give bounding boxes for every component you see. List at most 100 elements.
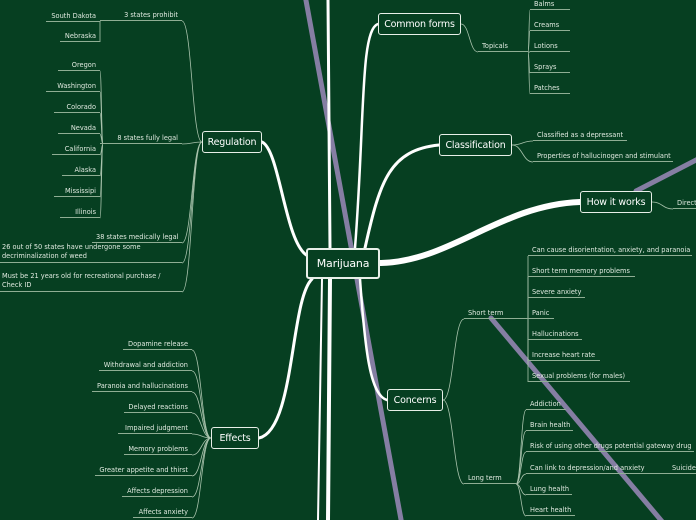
subtopic-label[interactable]: Colorado bbox=[54, 102, 100, 113]
branch-line bbox=[363, 143, 441, 250]
subtopic-label[interactable]: Can link to depression/and anxiety bbox=[526, 463, 668, 474]
subtopic-label[interactable]: Topicals bbox=[478, 41, 528, 52]
topic-effects[interactable]: Effects bbox=[211, 427, 259, 449]
branch-line bbox=[377, 199, 583, 266]
subtopic-label[interactable]: Classified as a depressant bbox=[533, 130, 627, 141]
topic-label: Classification bbox=[445, 139, 506, 151]
subtopic-label[interactable]: Lung health bbox=[526, 484, 572, 495]
connector-line bbox=[181, 141, 203, 264]
connector-line bbox=[181, 141, 203, 244]
connector-line bbox=[181, 141, 203, 145]
subtopic-label[interactable]: Heart health bbox=[526, 505, 575, 516]
subtopic-label[interactable]: Severe anxiety bbox=[528, 287, 585, 298]
subtopic-label[interactable]: Can cause disorientation, anxiety, and p… bbox=[528, 245, 692, 256]
subtopic-label[interactable]: Withdrawal and addiction bbox=[99, 360, 192, 371]
subtopic-label[interactable]: Must be 21 years old for recreational pu… bbox=[0, 272, 182, 292]
connector-line bbox=[181, 141, 203, 293]
topic-regulation[interactable]: Regulation bbox=[202, 131, 262, 153]
connector-line bbox=[191, 349, 212, 439]
subtopic-label[interactable]: Risk of using other drugs potential gate… bbox=[526, 441, 694, 452]
subtopic-label[interactable]: Paranoia and hallucinations bbox=[92, 381, 192, 392]
connector-line bbox=[191, 433, 212, 439]
connector-line bbox=[511, 140, 534, 146]
subtopic-label[interactable]: Dopamine release bbox=[123, 339, 192, 350]
topic-label: How it works bbox=[586, 196, 646, 208]
subtopic-label[interactable]: Properties of hallucinogen and stimulant bbox=[533, 151, 673, 162]
connector-line bbox=[442, 399, 465, 485]
connector-line bbox=[191, 437, 212, 519]
branch-line bbox=[353, 22, 380, 250]
subtopic-label[interactable]: Impaired judgment bbox=[118, 423, 192, 434]
subtopic-label[interactable]: South Dakota bbox=[46, 11, 100, 22]
subtopic-label[interactable]: Memory problems bbox=[124, 444, 192, 455]
subtopic-label[interactable]: Balms bbox=[530, 0, 570, 10]
subtopic-label[interactable]: Panic bbox=[528, 308, 554, 319]
connector-line bbox=[99, 143, 104, 219]
connector-line bbox=[191, 412, 212, 439]
subtopic-label[interactable]: Nebraska bbox=[60, 31, 100, 42]
subtopic-label[interactable]: Sexual problems (for males) bbox=[528, 371, 630, 382]
subtopic-label[interactable]: California bbox=[52, 144, 100, 155]
subtopic-label[interactable]: Oregon bbox=[58, 60, 100, 71]
branch-line bbox=[326, 277, 332, 520]
connector-line bbox=[460, 23, 479, 53]
subtopic-label[interactable]: Creams bbox=[530, 20, 570, 31]
connector-line bbox=[515, 483, 527, 517]
subtopic-label[interactable]: 3 states prohibit bbox=[100, 10, 182, 21]
topic-common-forms[interactable]: Common forms bbox=[378, 13, 461, 35]
subtopic-label[interactable]: Affects anxiety bbox=[133, 507, 192, 518]
branch-line bbox=[257, 277, 314, 440]
connector-line bbox=[191, 370, 212, 439]
relationship-line bbox=[488, 315, 665, 520]
subtopic-label[interactable]: Direct bbox=[673, 198, 696, 209]
subtopic-label[interactable]: 8 states fully legal bbox=[100, 133, 182, 144]
connector-line bbox=[651, 201, 674, 210]
subtopic-label[interactable]: Alaska bbox=[62, 165, 100, 176]
central-topic-label: Marijuana bbox=[316, 257, 370, 270]
connector-line bbox=[442, 318, 465, 401]
subtopic-label[interactable]: Hallucinations bbox=[528, 329, 582, 340]
topic-label: Concerns bbox=[393, 394, 437, 406]
topic-classification[interactable]: Classification bbox=[439, 134, 512, 156]
subtopic-label[interactable]: Short term bbox=[464, 308, 528, 319]
subtopic-label[interactable]: Washington bbox=[46, 81, 100, 92]
subtopic-label[interactable]: Delayed reactions bbox=[124, 402, 192, 413]
subtopic-label[interactable]: Lotions bbox=[530, 41, 570, 52]
connector-line bbox=[191, 437, 212, 477]
subtopic-label[interactable]: Short term memory problems bbox=[528, 266, 635, 277]
branch-line bbox=[260, 140, 310, 258]
subtopic-label[interactable]: 26 out of 50 states have undergone some … bbox=[0, 243, 182, 263]
connector-line bbox=[511, 144, 534, 163]
subtopic-label[interactable]: Patches bbox=[530, 83, 570, 94]
subtopic-label[interactable]: Long term bbox=[464, 473, 516, 484]
topic-label: Regulation bbox=[207, 136, 257, 148]
subtopic-label[interactable]: Sprays bbox=[530, 62, 570, 73]
connector-line bbox=[515, 409, 527, 485]
subtopic-label[interactable]: Suicide bbox=[668, 463, 696, 474]
branch-line bbox=[326, 0, 332, 250]
subtopic-label[interactable]: 38 states medically legal bbox=[92, 232, 182, 243]
topic-label: Common forms bbox=[384, 18, 455, 30]
connector-line bbox=[191, 391, 212, 439]
branch-line bbox=[358, 277, 389, 402]
connector-line bbox=[515, 473, 527, 485]
branch-line bbox=[317, 278, 323, 520]
connector-line bbox=[515, 430, 527, 485]
connector-line bbox=[515, 451, 527, 485]
subtopic-label[interactable]: Increase heart rate bbox=[528, 350, 600, 361]
subtopic-label[interactable]: Affects depression bbox=[122, 486, 192, 497]
connector-line bbox=[181, 20, 203, 143]
subtopic-label[interactable]: Mississipi bbox=[54, 186, 100, 197]
connector-line bbox=[527, 30, 531, 53]
subtopic-label[interactable]: Brain health bbox=[526, 420, 573, 431]
subtopic-label[interactable]: Illinois bbox=[60, 207, 100, 218]
topic-how-it-works[interactable]: How it works bbox=[580, 191, 652, 213]
subtopic-label[interactable]: Nevada bbox=[58, 123, 100, 134]
subtopic-label[interactable]: Greater appetite and thirst bbox=[95, 465, 192, 476]
topic-concerns[interactable]: Concerns bbox=[387, 389, 443, 411]
topic-label: Effects bbox=[219, 432, 251, 444]
central-topic[interactable]: Marijuana bbox=[306, 248, 380, 279]
subtopic-label[interactable]: Addiction bbox=[526, 399, 566, 410]
connector-line bbox=[527, 51, 531, 95]
